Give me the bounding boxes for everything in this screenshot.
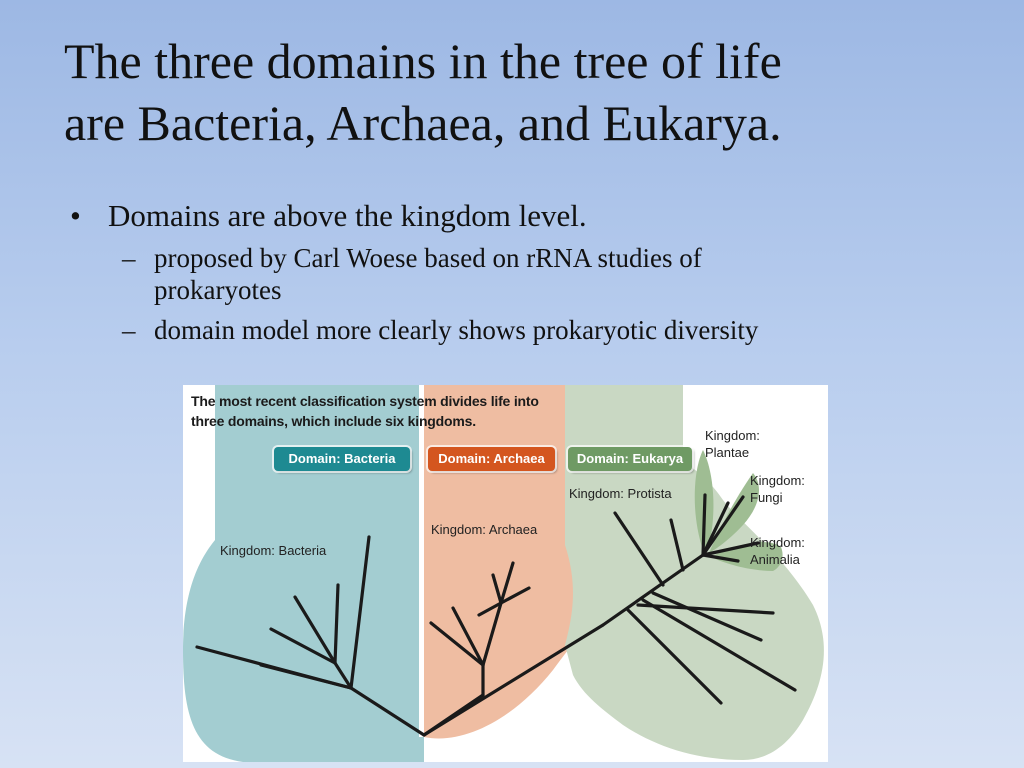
title-line-1: The three domains in the tree of life — [64, 33, 782, 89]
kingdom-branches — [701, 493, 760, 563]
sub-bullet-text: domain model more clearly shows prokaryo… — [154, 315, 759, 345]
sub-bullet-marker: – — [122, 243, 136, 273]
fungi-lobe — [709, 473, 759, 553]
bullet-marker: • — [70, 198, 81, 233]
bullet-list: • Domains are above the kingdom level. –… — [70, 196, 1020, 346]
sub-bullet-marker: – — [122, 315, 136, 345]
kingdom-plantae-line-1: Kingdom: — [705, 428, 760, 443]
domain-bacteria-text: Domain: Bacteria — [288, 451, 396, 466]
kingdom-animalia-line-1: Kingdom: — [750, 535, 805, 550]
tree-branches — [195, 493, 797, 737]
kingdom-animalia-label: Kingdom: Animalia — [750, 534, 805, 568]
domain-eukarya-label: Domain: Eukarya — [568, 447, 692, 471]
bacteria-branches — [195, 535, 371, 690]
sub-bullet-item: – domain model more clearly shows prokar… — [70, 314, 1020, 346]
domain-archaea-text: Domain: Archaea — [438, 451, 545, 466]
bullet-item: • Domains are above the kingdom level. — [70, 196, 1020, 236]
bullet-text: Domains are above the kingdom level. — [108, 198, 587, 233]
kingdom-bacteria-label: Kingdom: Bacteria — [220, 543, 327, 558]
kingdom-archaea-label: Kingdom: Archaea — [431, 522, 538, 537]
tree-root — [349, 686, 426, 737]
kingdom-plantae-label: Kingdom: Plantae — [705, 427, 760, 461]
kingdom-plantae-line-2: Plantae — [705, 445, 750, 460]
tree-of-life-figure: The most recent classification system di… — [183, 385, 828, 762]
sub-bullet-text-line-2: prokaryotes — [154, 275, 282, 305]
domain-eukarya-text: Domain: Eukarya — [576, 451, 684, 466]
kingdom-animalia-line-2: Animalia — [750, 552, 800, 567]
domain-bacteria-label: Domain: Bacteria — [274, 447, 410, 471]
kingdom-fungi-line-1: Kingdom: — [750, 473, 805, 488]
kingdom-fungi-label: Kingdom: Fungi — [750, 472, 805, 506]
figure-caption: The most recent classification system di… — [191, 391, 641, 431]
bacteria-region — [183, 385, 424, 762]
archaea-branches — [422, 561, 531, 737]
title-line-2: are Bacteria, Archaea, and Eukarya. — [64, 95, 782, 151]
caption-line-2: three domains, which include six kingdom… — [191, 413, 476, 429]
protista-branches — [613, 511, 797, 705]
kingdom-fungi-line-2: Fungi — [750, 490, 783, 505]
trunk-eukarya-upper — [601, 553, 705, 627]
domain-archaea-label: Domain: Archaea — [428, 447, 555, 471]
slide-title: The three domains in the tree of life ar… — [64, 30, 1004, 154]
caption-line-1: The most recent classification system di… — [191, 393, 539, 409]
kingdom-protista-label: Kingdom: Protista — [569, 486, 672, 501]
tree-diagram — [183, 385, 824, 762]
eukarya-region — [565, 385, 824, 760]
sub-bullet-item: – proposed by Carl Woese based on rRNA s… — [70, 242, 1020, 306]
sub-bullet-text-line-1: proposed by Carl Woese based on rRNA stu… — [154, 243, 702, 273]
